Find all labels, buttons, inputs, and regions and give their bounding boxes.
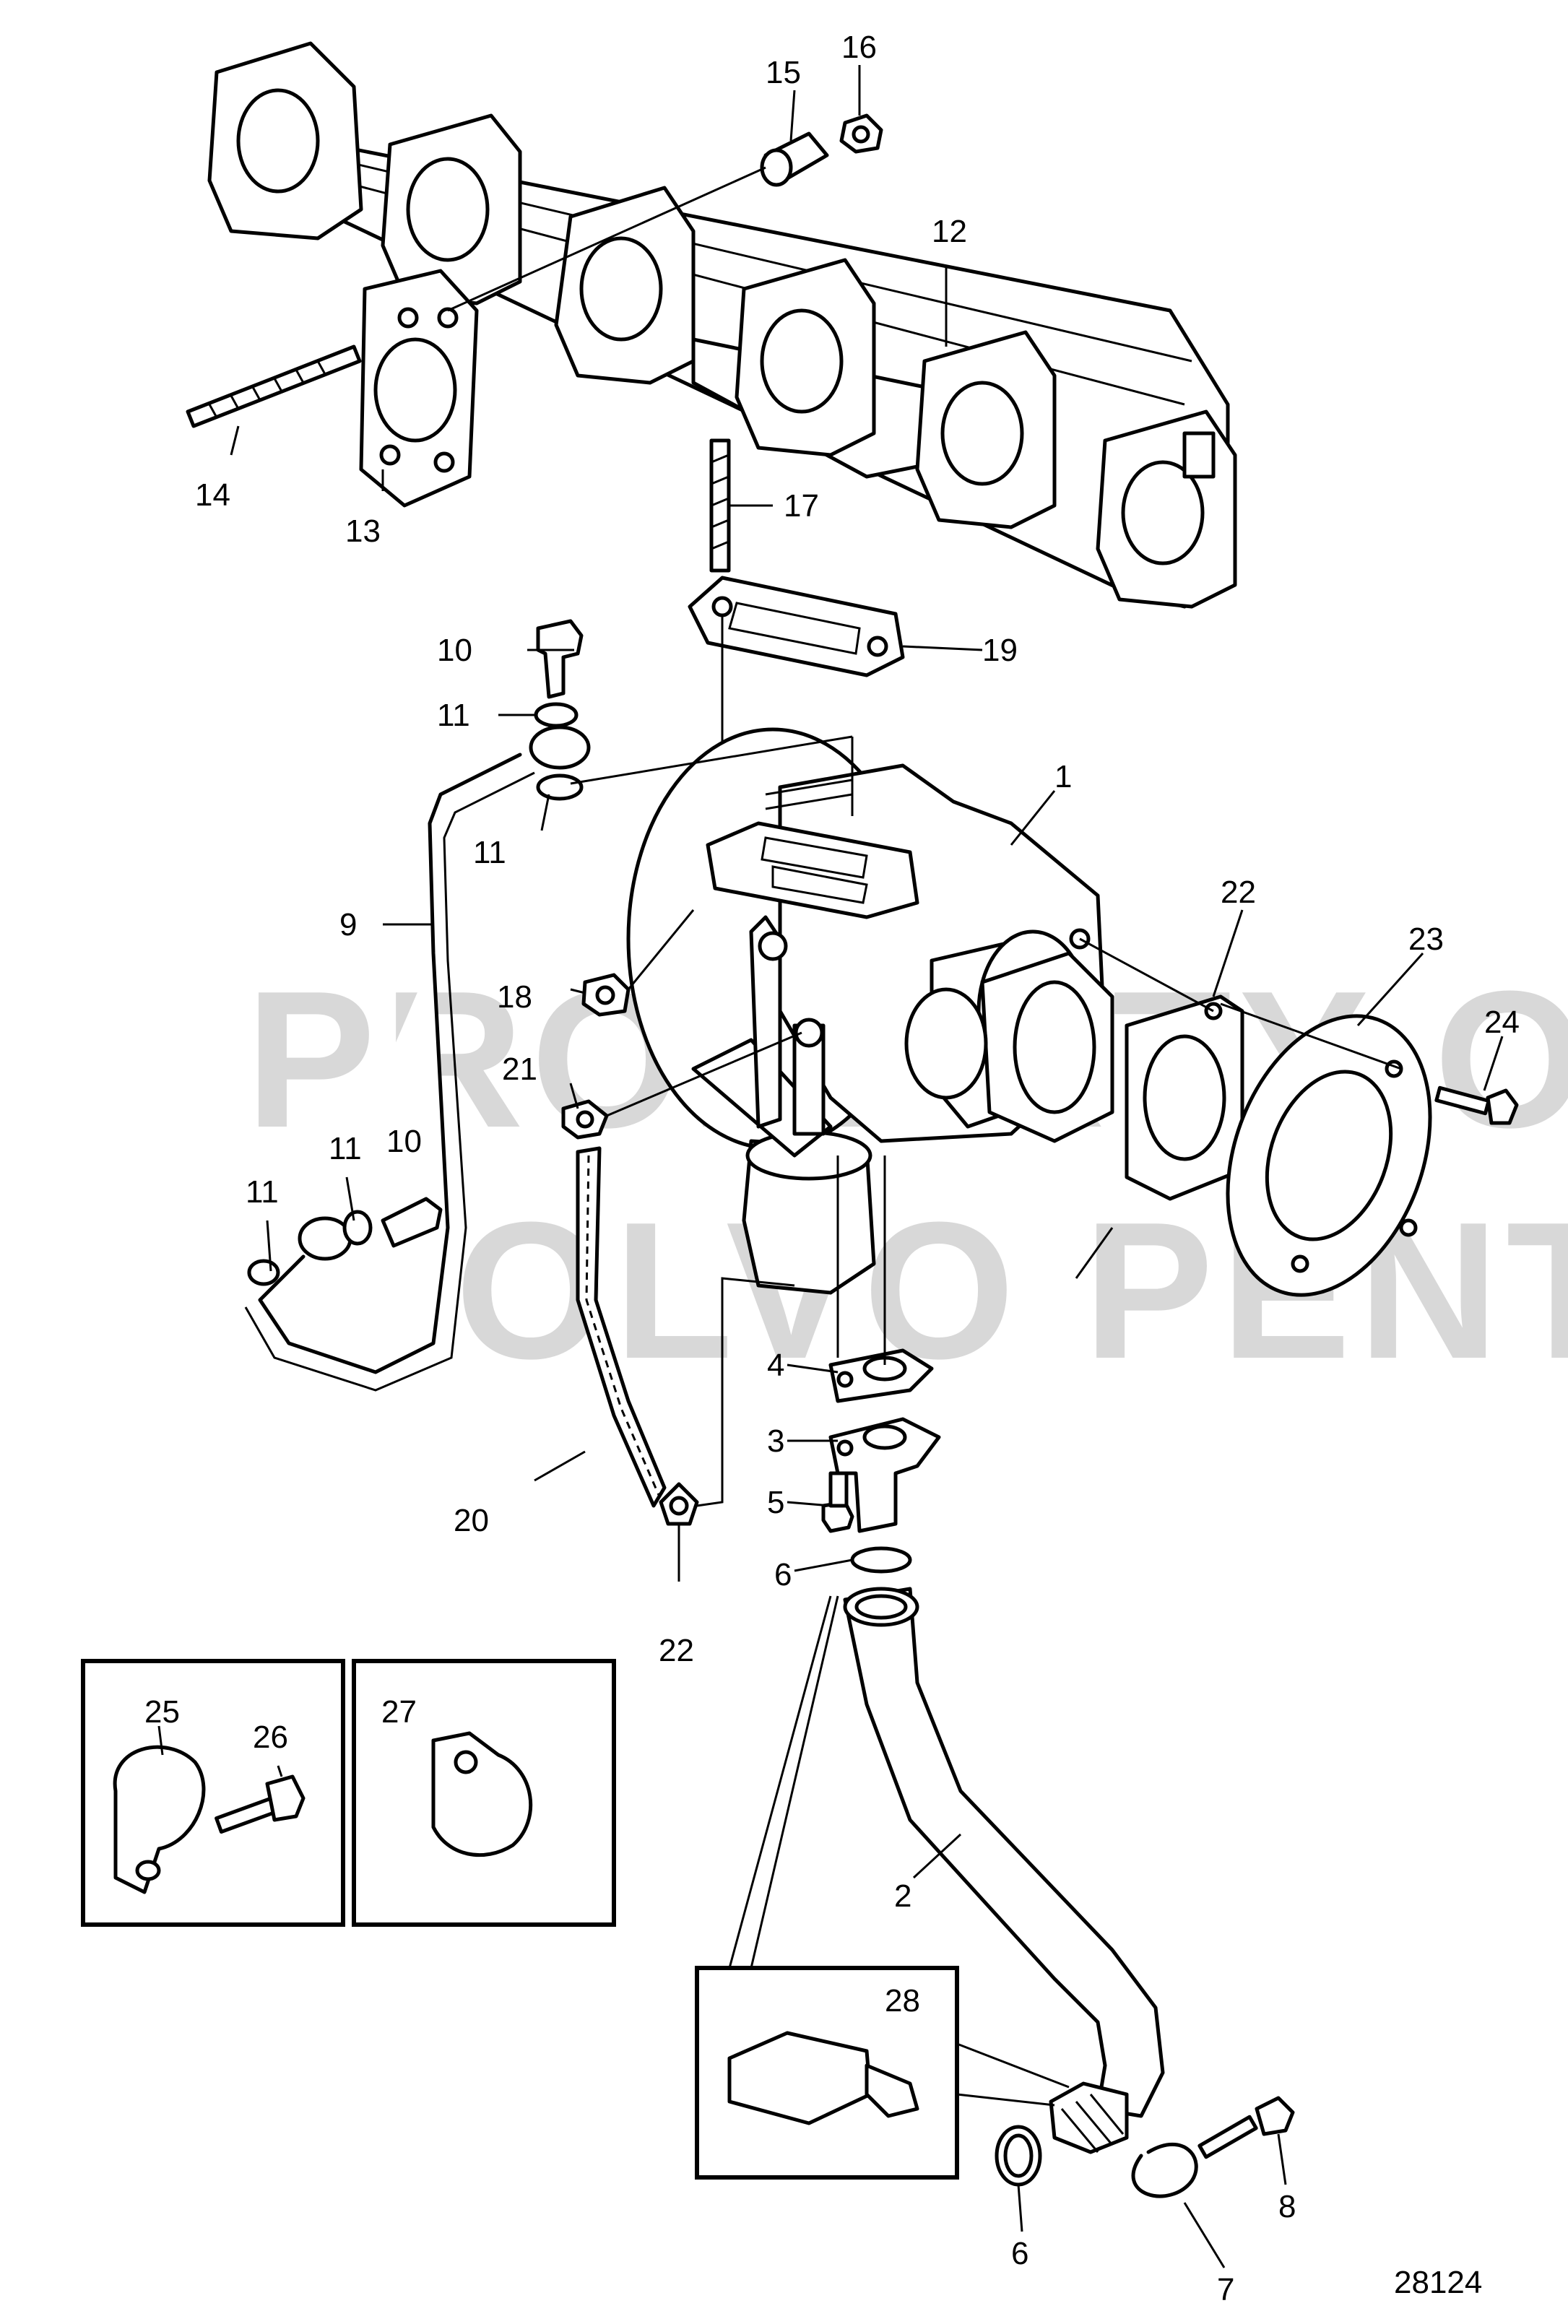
turbo-inlet-gasket	[688, 576, 905, 677]
nut-18	[581, 973, 631, 1017]
manifold-nut	[839, 113, 883, 154]
o-ring-lower	[995, 2125, 1042, 2187]
inset-clamp-with-bolt	[81, 1659, 345, 1927]
figure-number: 28124	[1394, 2265, 1482, 2300]
callout-28: 28	[885, 1983, 920, 2019]
callout-15: 15	[766, 55, 801, 90]
callout-12: 12	[932, 214, 967, 249]
callout-16: 16	[841, 30, 877, 65]
oil-drain-pipe	[843, 1587, 1165, 2154]
callout-3: 3	[767, 1423, 784, 1459]
outlet-bolt	[1434, 1085, 1519, 1125]
callout-11-upper-b: 11	[473, 835, 506, 870]
inset-grease-tube	[695, 1966, 959, 2180]
outlet-gasket	[1125, 994, 1244, 1201]
banjo-bolt-upper	[536, 619, 584, 699]
callout-10-upper: 10	[437, 633, 472, 668]
callout-17: 17	[784, 488, 819, 524]
callout-24: 24	[1484, 1005, 1520, 1040]
callout-5: 5	[767, 1485, 784, 1520]
callout-4: 4	[767, 1348, 784, 1383]
callout-8: 8	[1278, 2189, 1296, 2224]
callout-20: 20	[454, 1503, 489, 1538]
outlet-flange	[1226, 1014, 1432, 1297]
callout-19: 19	[982, 633, 1018, 668]
callout-14: 14	[195, 477, 230, 513]
callout-25: 25	[144, 1694, 180, 1730]
callout-23: 23	[1408, 922, 1444, 957]
turbocharger	[626, 727, 1114, 1295]
callout-9: 9	[339, 907, 357, 942]
nut-21	[561, 1099, 609, 1140]
turbo-stud	[709, 438, 731, 573]
callout-numbers: 1 2 3 4 5 6 6 7 8 9 10 10 11 11 11 11 12…	[144, 30, 1520, 2307]
manifold-flanges	[207, 41, 1237, 609]
flange-bolt	[821, 1471, 854, 1533]
manifold-stud	[186, 344, 362, 428]
callout-11-lower-b: 11	[246, 1174, 279, 1210]
callout-2: 2	[894, 1878, 911, 1914]
spacer-sleeve	[760, 131, 829, 187]
callout-leaders	[157, 65, 1504, 2268]
callout-11-lower-a: 11	[329, 1131, 362, 1166]
sealing-washers-upper	[529, 702, 591, 801]
callout-18: 18	[497, 979, 532, 1015]
callout-27: 27	[381, 1694, 417, 1730]
oil-return-hose	[576, 1146, 667, 1508]
callout-13: 13	[345, 513, 381, 549]
exhaust-manifold	[207, 41, 1237, 609]
drain-gasket	[828, 1348, 934, 1403]
callout-6-upper: 6	[774, 1557, 792, 1592]
callout-1: 1	[1054, 759, 1072, 794]
callout-22-upper: 22	[1221, 875, 1256, 910]
pipe-bolt	[1197, 2096, 1295, 2159]
inset-clamp	[352, 1659, 616, 1927]
o-ring-upper	[850, 1546, 912, 1574]
callout-11-upper-a: 11	[437, 698, 470, 733]
pipe-bracket-clip	[1131, 2142, 1198, 2198]
callout-7: 7	[1217, 2272, 1234, 2307]
callout-26: 26	[253, 1720, 288, 1755]
callout-22-lower: 22	[659, 1633, 694, 1668]
manifold-gasket	[359, 269, 479, 508]
callout-6-lower: 6	[1011, 2236, 1028, 2271]
hose-clamp	[659, 1482, 699, 1526]
callout-10-lower: 10	[386, 1124, 422, 1159]
callout-21: 21	[502, 1052, 537, 1087]
